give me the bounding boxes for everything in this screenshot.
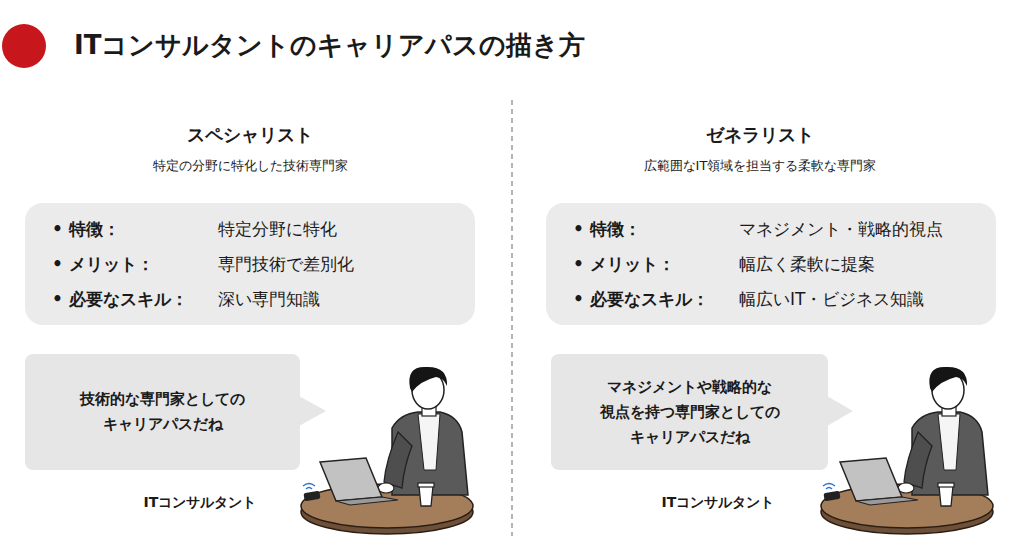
feature-value: 幅広いIT・ビジネス知識 <box>739 287 986 311</box>
feature-label: • メリット： <box>573 252 739 276</box>
column-heading: ゼネラリスト <box>703 123 817 147</box>
speech-bubble: マネジメントや戦略的な視点を持つ専門家としてのキャリアパスだね <box>551 354 828 470</box>
feature-label: • メリット： <box>52 252 218 276</box>
figure-caption: ITコンサルタント <box>659 494 778 512</box>
feature-box: • 特徴：特定分野に特化• メリット：専門技術で差別化• 必要なスキル：深い専門… <box>25 203 475 325</box>
column-subtitle: 広範囲なIT領域を担当する柔軟な専門家 <box>641 157 880 175</box>
page-title: ITコンサルタントのキャリアパスの描き方 <box>74 28 585 63</box>
feature-value: 深い専門知識 <box>218 287 465 311</box>
speech-bubble: 技術的な専門家としてのキャリアパスだね <box>25 354 300 470</box>
feature-value: マネジメント・戦略的視点 <box>739 217 986 241</box>
consultant-figure <box>301 367 473 534</box>
bubble-pointer <box>299 396 326 426</box>
column-heading: スペシャリスト <box>184 123 316 147</box>
feature-box: • 特徴：マネジメント・戦略的視点• メリット：幅広く柔軟に提案• 必要なスキル… <box>546 203 996 325</box>
bubble-pointer <box>827 396 853 426</box>
feature-label: • 必要なスキル： <box>573 287 739 311</box>
feature-value: 専門技術で差別化 <box>218 252 465 276</box>
bubble-text: マネジメントや戦略的な視点を持つ専門家としてのキャリアパスだね <box>600 375 780 450</box>
bubble-text: 技術的な専門家としてのキャリアパスだね <box>80 387 245 437</box>
column-subtitle: 特定の分野に特化した技術専門家 <box>150 157 351 175</box>
feature-value: 特定分野に特化 <box>218 217 465 241</box>
consultant-figure <box>821 367 993 534</box>
feature-label: • 特徴： <box>573 217 739 241</box>
feature-label: • 特徴： <box>52 217 218 241</box>
divider <box>511 100 513 536</box>
feature-label: • 必要なスキル： <box>52 287 218 311</box>
figure-caption: ITコンサルタント <box>141 494 260 512</box>
title-dot <box>2 24 46 68</box>
feature-value: 幅広く柔軟に提案 <box>739 252 986 276</box>
